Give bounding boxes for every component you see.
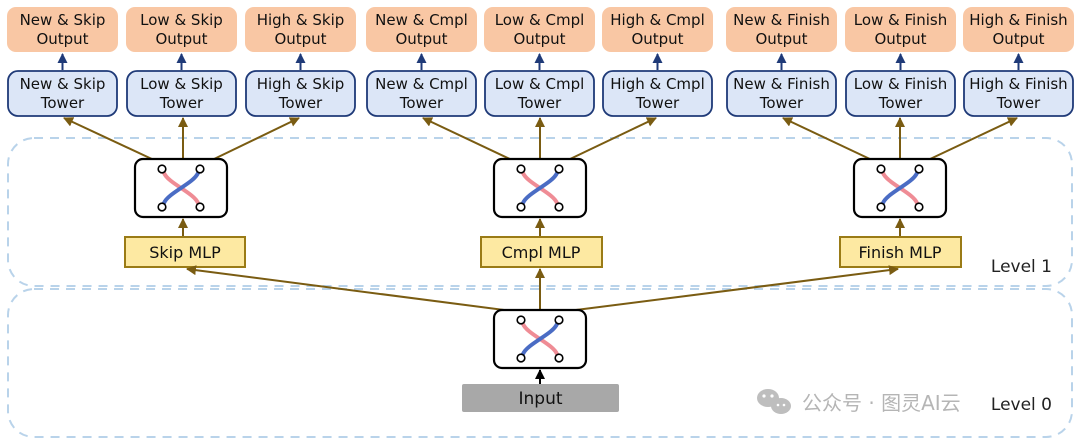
output-box-line1: Low & Cmpl — [495, 11, 585, 29]
output-box-line2: Output — [513, 30, 565, 48]
tower-box-line2: Tower — [517, 94, 562, 112]
mlp-box-label: Skip MLP — [149, 243, 221, 262]
level0-container — [7, 288, 1073, 438]
tower-box: New & Finish Tower — [726, 70, 837, 117]
output-box-line2: Output — [155, 30, 207, 48]
output-box: High & Cmpl Output — [602, 7, 713, 52]
level1-gate-finish — [852, 157, 948, 219]
tower-box: High & Cmpl Tower — [602, 70, 713, 117]
tower-box-line2: Tower — [996, 94, 1041, 112]
tower-box-line1: New & Finish — [733, 75, 830, 93]
tower-box-line2: Tower — [278, 94, 323, 112]
level0-label: Level 0 — [991, 395, 1052, 415]
output-box-line1: High & Cmpl — [610, 11, 704, 29]
output-box-line1: New & Finish — [733, 11, 830, 29]
output-box-line2: Output — [874, 30, 926, 48]
mlp-to-gate-arrows — [178, 218, 905, 237]
mlp-boxes: Skip MLP Cmpl MLP Finish MLP — [124, 236, 962, 268]
level1-gate-skip — [133, 157, 229, 219]
output-box: Low & Finish Output — [845, 7, 956, 52]
output-box-line2: Output — [992, 30, 1044, 48]
tower-to-output-arrows — [57, 53, 1024, 70]
output-box-line2: Output — [755, 30, 807, 48]
watermark-text: 公众号 · 图灵AI云 — [802, 391, 961, 415]
tower-box: High & Finish Tower — [963, 70, 1074, 117]
output-box-line2: Output — [36, 30, 88, 48]
watermark: 公众号 · 图灵AI云 — [757, 389, 961, 415]
output-box: Low & Cmpl Output — [484, 7, 595, 52]
tower-box-line2: Tower — [878, 94, 923, 112]
mlp-box-cmpl: Cmpl MLP — [480, 236, 603, 268]
input-label: Input — [518, 389, 562, 409]
output-box-line1: New & Cmpl — [375, 11, 468, 29]
level0-to-mlp-arrows — [186, 265, 899, 312]
output-box-line2: Output — [395, 30, 447, 48]
output-boxes: New & Skip Output Low & Skip Output High… — [7, 7, 1074, 52]
output-box-line1: Low & Finish — [854, 11, 947, 29]
tower-box: New & Cmpl Tower — [366, 70, 477, 117]
tower-box-line1: Low & Finish — [854, 75, 947, 93]
output-box-line1: New & Skip — [20, 11, 106, 29]
tower-box-line2: Tower — [635, 94, 680, 112]
tower-box: Low & Cmpl Tower — [484, 70, 595, 117]
tower-box-line1: High & Finish — [969, 75, 1067, 93]
mlp-box-finish: Finish MLP — [839, 236, 962, 268]
gate-to-tower-arrows — [63, 117, 1018, 161]
tower-box-line2: Tower — [40, 94, 85, 112]
output-box: High & Skip Output — [245, 7, 356, 52]
output-box-line2: Output — [631, 30, 683, 48]
level0-gate — [492, 308, 588, 370]
tower-box-line2: Tower — [759, 94, 804, 112]
wechat-icon — [757, 389, 791, 414]
tower-box-line1: New & Skip — [20, 75, 106, 93]
mlp-box-label: Finish MLP — [859, 243, 942, 262]
level1-container — [7, 137, 1073, 287]
input-box: Input — [462, 384, 619, 412]
tower-box-line2: Tower — [399, 94, 444, 112]
tower-box-line1: New & Cmpl — [375, 75, 468, 93]
output-box: Low & Skip Output — [126, 7, 237, 52]
level1-label: Level 1 — [991, 257, 1052, 277]
output-box-line1: High & Skip — [257, 11, 345, 29]
level1-gate-cmpl — [492, 157, 588, 219]
tower-box-line1: High & Cmpl — [610, 75, 704, 93]
tower-box: Low & Finish Tower — [845, 70, 956, 117]
tower-boxes: New & Skip Tower Low & Skip Tower High &… — [7, 70, 1074, 117]
output-box-line1: High & Finish — [969, 11, 1067, 29]
tower-box-line2: Tower — [159, 94, 204, 112]
mlp-box-label: Cmpl MLP — [502, 243, 581, 262]
tower-box: Low & Skip Tower — [126, 70, 237, 117]
output-box: High & Finish Output — [963, 7, 1074, 52]
output-box: New & Skip Output — [7, 7, 118, 52]
output-box: New & Finish Output — [726, 7, 837, 52]
output-box-line1: Low & Skip — [140, 11, 223, 29]
output-box: New & Cmpl Output — [366, 7, 477, 52]
tower-box: New & Skip Tower — [7, 70, 118, 117]
tower-box-line1: Low & Skip — [140, 75, 223, 93]
tower-box-line1: Low & Cmpl — [495, 75, 585, 93]
tower-box: High & Skip Tower — [245, 70, 356, 117]
mlp-box-skip: Skip MLP — [124, 236, 246, 268]
output-box-line2: Output — [274, 30, 326, 48]
tower-box-line1: High & Skip — [257, 75, 345, 93]
